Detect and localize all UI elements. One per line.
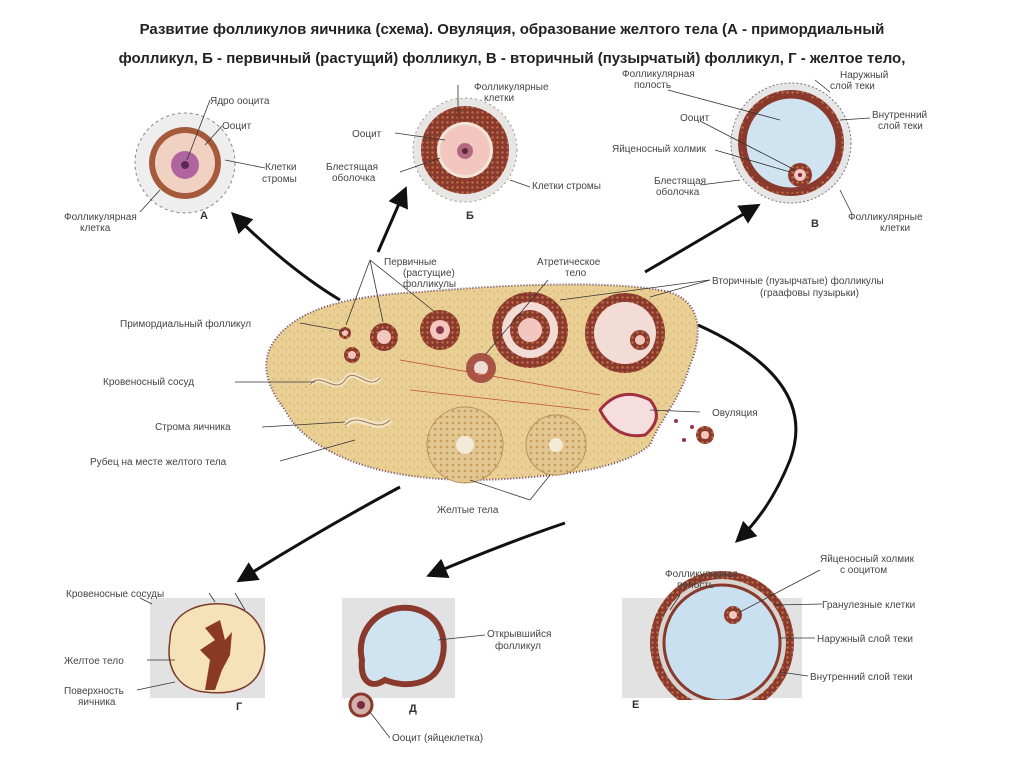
panel-d-opened-follicle: Открывшийся фолликул Ооцит (яйцеклетка) … [342,598,551,744]
label-zona-1: Блестящая [326,162,378,173]
arrow-to-v [644,203,761,274]
label-cavity-1: Фолликулярная [622,69,695,80]
label-released-oocyte: Ооцит (яйцеклетка) [392,733,483,744]
panel-letter-d: Д [409,703,417,715]
label-zona-1: Блестящая [654,176,706,187]
label-surface-1: Поверхность [64,686,124,697]
label-cavity-2: полость [634,80,671,91]
label-oocyte-nucleus: Ядро ооцита [210,96,270,107]
label-corpora-lutea: Желтые тела [437,505,499,516]
arrow-to-d [426,521,566,579]
label-inner-theca: Внутренний слой теки [810,672,913,683]
arrow-to-b [376,186,408,253]
label-opened-2: фолликул [495,640,541,652]
panel-b-primary-follicle: Фолликулярные клетки Ооцит Блестящая обо… [326,82,601,222]
label-secondary-1: Вторичные (пузырчатые) фолликулы [712,275,884,287]
label-vessel: Кровеносный сосуд [103,377,194,388]
panel-letter-a: А [200,210,208,222]
arrow-to-a [231,212,341,302]
label-atretic-2: тело [565,268,587,279]
label-ovulation: Овуляция [712,408,758,419]
label-granulosa: Гранулезные клетки [822,600,915,611]
label-primary-2: (растущие) [403,268,455,279]
label-opened-1: Открывшийся [487,629,551,640]
label-zona-2: оболочка [332,172,376,184]
follicular-cavity [741,93,841,193]
follicle-wall [357,604,447,688]
label-surface-2: яичника [78,697,116,708]
label-secondary-2: (граафовы пузырьки) [760,287,859,299]
label-follicular-cell-2: клетка [80,223,111,234]
label-blood-vessels: Кровеносные сосуды [66,589,164,600]
label-outer-theca-2: слой теки [830,81,875,92]
label-stroma-cells: Клетки стромы [532,181,601,192]
label-primordial: Примордиальный фолликул [120,318,251,330]
label-cavity-2: полость [677,580,714,591]
label-cumulus-1: Яйценосный холмик [820,554,915,565]
label-stroma: Строма яичника [155,422,231,433]
label-inner-theca-2: слой теки [878,121,923,132]
label-stroma-cells-1: Клетки [265,162,296,173]
panel-v-secondary-follicle: Фолликулярная полость Наружный слой теки… [612,69,927,234]
title-line-2: фолликул, Б - первичный (растущий) фолли… [118,50,906,67]
label-outer-theca: Наружный слой теки [817,634,913,645]
follicular-cavity [662,583,782,703]
arrows [231,186,798,583]
label-atretic-1: Атретическое [537,257,601,268]
label-inner-theca-1: Внутренний [872,110,927,121]
panel-letter-v: В [811,218,819,230]
label-outer-theca-1: Наружный [840,70,888,81]
label-corpus-luteum: Желтое тело [64,656,124,667]
panel-e-mature-follicle: Фолликулярная полость Яйценосный холмик … [612,554,915,740]
panel-letter-g: Г [236,701,243,713]
panel-g-corpus-luteum: Кровеносные сосуды Желтое тело Поверхнос… [64,589,266,713]
panel-letter-e: Е [632,699,639,711]
label-cumulus-2: с ооцитом [840,565,887,576]
label-follicular-cells-2: клетки [880,223,910,234]
panel-a-primordial-follicle: Ядро ооцита Ооцит Клетки стромы Фолликул… [64,96,297,234]
ovary-section [265,283,714,484]
label-primary-3: фолликулы [403,278,456,290]
label-follicular-cells-2: клетки [484,93,514,104]
label-follicular-cells-1: Фолликулярные [474,82,549,93]
panel-letter-b: Б [466,210,474,222]
label-oocyte: Ооцит [680,113,710,124]
label-follicular-cells-1: Фолликулярные [848,212,923,223]
label-cumulus: Яйценосный холмик [612,144,707,155]
label-cavity-1: Фолликулярная [665,569,738,580]
arrow-to-g [236,485,401,583]
arrow-to-e [697,323,798,543]
label-scar: Рубец на месте желтого тела [90,456,227,468]
label-zona-2: оболочка [656,186,700,198]
label-stroma-cells-2: стромы [262,174,297,185]
label-oocyte: Ооцит [352,129,382,140]
label-follicular-cell-1: Фолликулярная [64,212,137,223]
label-oocyte: Ооцит [222,121,252,132]
label-primary-1: Первичные [384,257,437,268]
title-line-1: Развитие фолликулов яичника (схема). Ову… [139,21,885,38]
